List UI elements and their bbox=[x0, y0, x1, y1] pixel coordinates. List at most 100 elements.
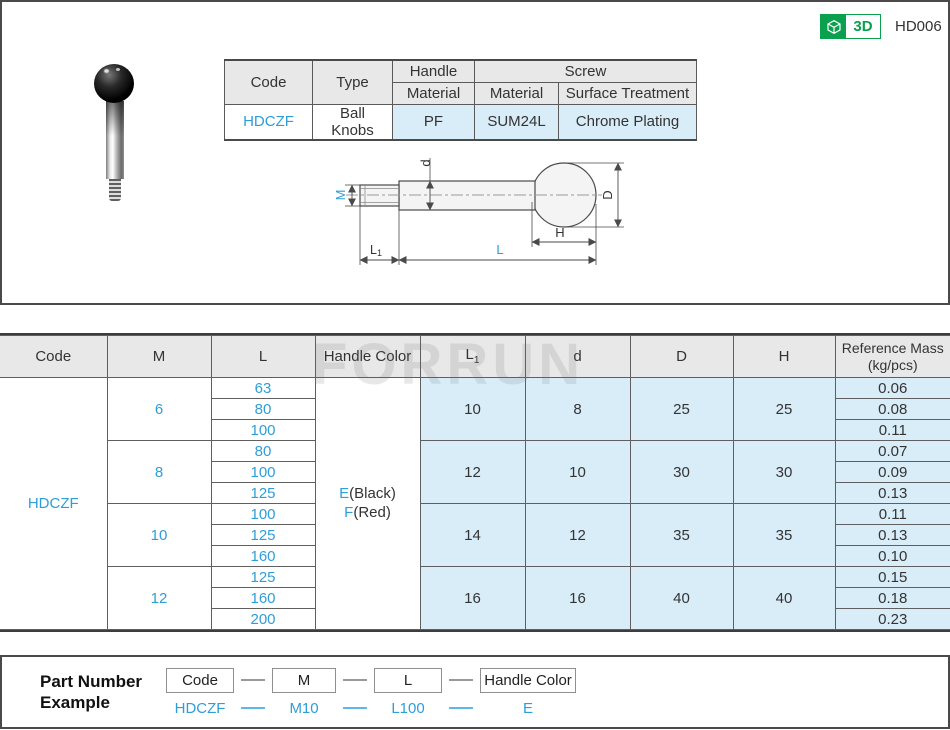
l-cell: 100 bbox=[211, 419, 316, 441]
pn-value-code: HDCZF bbox=[174, 699, 226, 717]
table-row: 100 0.11 bbox=[0, 419, 950, 441]
col-header-l1: L1 bbox=[419, 335, 526, 378]
col-header-code: Code bbox=[0, 335, 108, 378]
mass-cell: 0.10 bbox=[834, 545, 950, 567]
spec-handle-material-value: PF bbox=[392, 103, 475, 140]
handle-color-cell: E(Black) F(Red) bbox=[314, 377, 421, 630]
l1-cell: 16 bbox=[419, 566, 526, 630]
dim-label-big-d: D bbox=[600, 190, 615, 199]
badge-3d[interactable]: 3D bbox=[820, 14, 881, 39]
dim-label-big-h: H bbox=[555, 225, 564, 240]
table-header-row: Code M L Handle Color L1 d D H Reference… bbox=[0, 335, 950, 378]
spec-header-handle-material: Material bbox=[392, 81, 475, 105]
l1-cell: 14 bbox=[419, 503, 526, 567]
spec-table: Code Type Handle Screw Material Material… bbox=[224, 59, 697, 141]
drawing-thread bbox=[359, 184, 400, 207]
d-cell: 10 bbox=[524, 440, 631, 504]
dim-label-l: L bbox=[496, 242, 503, 257]
spec-header-surface-treatment: Surface Treatment bbox=[558, 81, 697, 105]
mass-cell: 0.09 bbox=[834, 461, 950, 483]
dimension-table-section: Code M L Handle Color L1 d D H Reference… bbox=[0, 333, 950, 632]
dash-separator-blue bbox=[449, 707, 474, 709]
product-photo bbox=[82, 57, 202, 207]
d-cell: 12 bbox=[524, 503, 631, 567]
col-header-handle-color: Handle Color bbox=[314, 335, 421, 378]
mass-cell: 0.15 bbox=[834, 566, 950, 588]
dash-separator bbox=[241, 679, 266, 681]
l-cell: 125 bbox=[210, 566, 316, 588]
table-row: HDCZF 6 63 E(Black) F(Red) 10 8 25 25 0.… bbox=[0, 377, 950, 630]
drawing-shaft bbox=[398, 180, 536, 211]
l-cell: 80 bbox=[211, 398, 316, 420]
dimension-table: Code M L Handle Color L1 d D H Reference… bbox=[0, 335, 950, 630]
knob-ball bbox=[94, 64, 134, 103]
mass-cell: 0.06 bbox=[834, 377, 950, 399]
col-header-big-h: H bbox=[732, 335, 836, 378]
dash-separator-blue bbox=[241, 707, 266, 709]
technical-drawing: M d D H L1 L bbox=[333, 158, 624, 265]
spec-screw-material-value: SUM24L bbox=[474, 103, 559, 140]
big-h-cell: 25 bbox=[732, 377, 836, 441]
m-cell: 6 bbox=[106, 377, 212, 441]
m-cell: 10 bbox=[107, 503, 212, 567]
col-header-m: M bbox=[106, 335, 212, 378]
table-row: 80 0.08 bbox=[0, 398, 950, 420]
l1-cell: 10 bbox=[419, 377, 526, 441]
spec-header-type: Type bbox=[312, 59, 393, 105]
l-cell: 80 bbox=[210, 440, 316, 462]
pn-box-m: M bbox=[272, 667, 337, 693]
spec-row: HDCZF Ball Knobs PF SUM24L Chrome Platin… bbox=[224, 103, 697, 140]
l-cell: 63 bbox=[210, 377, 316, 399]
dash-separator-blue bbox=[343, 707, 368, 709]
part-number-diagram: Code M L Handle Color HDCZF M10 L100 E bbox=[166, 667, 577, 717]
big-d-cell: 40 bbox=[629, 566, 734, 630]
knob-shaft bbox=[106, 101, 124, 179]
pn-box-l: L bbox=[374, 667, 443, 693]
badge-3d-label: 3D bbox=[846, 15, 880, 38]
pn-value-m: M10 bbox=[289, 699, 319, 717]
table-row: 200 0.23 bbox=[0, 608, 950, 630]
d-cell: 16 bbox=[524, 566, 631, 630]
l-cell: 125 bbox=[211, 482, 316, 504]
spec-header-code: Code bbox=[224, 59, 313, 105]
mass-cell: 0.23 bbox=[834, 608, 950, 630]
knob-thread bbox=[109, 179, 121, 201]
mass-cell: 0.18 bbox=[834, 587, 950, 609]
mass-cell: 0.07 bbox=[834, 440, 950, 462]
pn-box-code: Code bbox=[166, 667, 235, 693]
part-number-example-title: Part Number Example bbox=[40, 671, 143, 712]
big-d-cell: 25 bbox=[629, 377, 734, 441]
pn-box-handle-color: Handle Color bbox=[480, 667, 577, 693]
table-row: 100 0.09 bbox=[0, 461, 950, 483]
dim-label-m: M bbox=[333, 190, 348, 201]
spec-header-screw: Screw bbox=[474, 59, 697, 83]
table-row: 125 0.13 bbox=[0, 482, 950, 504]
dim-label-d: d bbox=[418, 159, 433, 166]
spec-type-value: Ball Knobs bbox=[312, 103, 393, 140]
pn-value-l: L100 bbox=[391, 699, 425, 717]
spec-header-handle: Handle bbox=[392, 59, 475, 83]
table-row: 160 0.10 bbox=[0, 545, 950, 567]
big-h-cell: 40 bbox=[732, 566, 836, 630]
l-cell: 100 bbox=[210, 503, 316, 525]
page-part-code: HD006 bbox=[895, 18, 942, 35]
m-cell: 12 bbox=[107, 566, 212, 630]
d-cell: 8 bbox=[524, 377, 631, 441]
m-cell: 8 bbox=[107, 440, 212, 504]
pn-value-handle-color: E bbox=[523, 699, 534, 717]
l-cell: 100 bbox=[211, 461, 316, 483]
spec-header-screw-material: Material bbox=[474, 81, 559, 105]
col-header-l: L bbox=[210, 335, 316, 378]
l-cell: 200 bbox=[211, 608, 316, 630]
mass-cell: 0.13 bbox=[834, 524, 950, 546]
big-d-cell: 30 bbox=[629, 440, 734, 504]
table-row: 125 0.13 bbox=[0, 524, 950, 546]
col-header-big-d: D bbox=[629, 335, 734, 378]
big-h-cell: 30 bbox=[732, 440, 836, 504]
spec-surface-treatment-value: Chrome Plating bbox=[558, 103, 697, 140]
big-d-cell: 35 bbox=[629, 503, 734, 567]
table-row: 160 0.18 bbox=[0, 587, 950, 609]
table-row: 12 125 16 16 40 40 0.15 bbox=[0, 566, 950, 630]
table-row: 10 100 14 12 35 35 0.11 bbox=[0, 503, 950, 567]
